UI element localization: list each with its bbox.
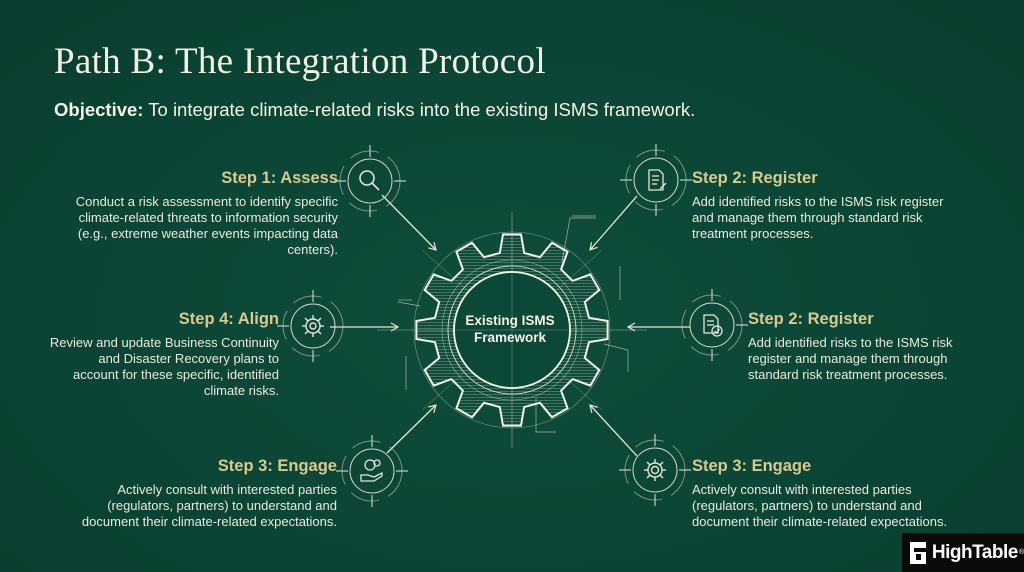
- hand-handshake-icon: [360, 459, 383, 482]
- step-card-register-mid: Step 2: Register Add identified risks to…: [748, 310, 952, 383]
- arrow-step3-right: [589, 404, 638, 457]
- gear-outline-icon: [415, 233, 609, 427]
- step-line: and manage them through standard risk: [692, 210, 923, 225]
- step-card-assess: Step 1: Assess Conduct a risk assessment…: [76, 169, 338, 258]
- center-label-line2: Framework: [473, 330, 547, 345]
- step-line: centers).: [287, 242, 338, 257]
- document-edit-icon: [648, 169, 667, 191]
- objective-statement: Objective: To integrate climate-related …: [54, 99, 695, 121]
- step-heading: Step 3: Engage: [217, 457, 337, 475]
- gear-icon: [302, 315, 324, 337]
- step-line: Actively consult with interested parties: [117, 482, 337, 497]
- step-description: Actively consult with interested parties…: [82, 482, 337, 530]
- objective-label: Objective:: [54, 99, 144, 120]
- step-line: climate risks.: [203, 383, 279, 398]
- step-card-engage-left: Step 3: Engage Actively consult with int…: [82, 457, 337, 530]
- step-line: register and manage them through: [748, 351, 948, 366]
- step-heading: Step 2: Register: [748, 310, 874, 328]
- step-line: (e.g., extreme weather events impacting …: [77, 226, 338, 241]
- step-line: account for these specific, identified: [73, 367, 279, 382]
- step-description: Add identified risks to the ISMS risk re…: [692, 194, 943, 242]
- emblem-step2-top: [620, 144, 692, 216]
- step-card-engage-right: Step 3: Engage Actively consult with int…: [692, 457, 947, 530]
- center-label-line1: Existing ISMS: [465, 313, 555, 328]
- connector-arrows: [330, 194, 690, 457]
- logo-registered-mark: ®: [1018, 549, 1024, 556]
- step-heading: Step 1: Assess: [221, 169, 338, 187]
- step-description: Conduct a risk assessment to identify sp…: [76, 194, 338, 258]
- center-label: Existing ISMS Framework: [440, 312, 580, 346]
- step-line: Actively consult with interested parties: [692, 482, 912, 497]
- step-heading: Step 3: Engage: [692, 457, 812, 475]
- step-line: Add identified risks to the ISMS risk: [748, 335, 953, 350]
- logo-name: HighTable: [931, 541, 1018, 563]
- step-description: Review and update Business Continuity an…: [50, 335, 279, 399]
- step-line: Conduct a risk assessment to identify sp…: [75, 194, 338, 209]
- emblem-step3-left: [336, 435, 408, 507]
- arrow-step3-left: [386, 404, 437, 454]
- step-heading: Step 4: Align: [178, 310, 279, 328]
- step-line: document their climate-related expectati…: [81, 514, 337, 529]
- step-line: document their climate-related expectati…: [692, 514, 948, 529]
- gear-icon: [644, 459, 666, 481]
- hightable-logo-icon: [910, 541, 928, 564]
- step-line: standard risk treatment processes.: [748, 367, 948, 382]
- step-line: (regulators, partners) to understand and: [692, 498, 922, 513]
- emblem-step2-mid: [681, 289, 748, 361]
- objective-text: To integrate climate-related risks into …: [143, 99, 696, 120]
- step-line: and Disaster Recovery plans to: [98, 351, 279, 366]
- hightable-logo: HighTable®: [902, 533, 1024, 572]
- emblem-step1: [334, 145, 406, 217]
- step-line: climate-related threats to information s…: [78, 210, 338, 225]
- step-card-register-top: Step 2: Register Add identified risks to…: [692, 169, 943, 242]
- step-line: Add identified risks to the ISMS risk re…: [692, 194, 944, 209]
- emblem-step4: [277, 290, 344, 362]
- magnifier-icon: [359, 170, 380, 191]
- step-line: treatment processes.: [692, 226, 814, 241]
- arrow-step2-top: [589, 195, 638, 251]
- arrow-step1: [381, 194, 437, 251]
- step-description: Actively consult with interested parties…: [692, 482, 947, 530]
- step-card-align: Step 4: Align Review and update Business…: [50, 310, 279, 399]
- step-heading: Step 2: Register: [692, 169, 818, 187]
- step-line: Review and update Business Continuity: [49, 335, 279, 350]
- emblem-step3-right: [619, 434, 691, 506]
- page-title: Path B: The Integration Protocol: [54, 41, 546, 82]
- step-line: (regulators, partners) to understand and: [107, 498, 337, 513]
- document-check-icon: [703, 314, 723, 337]
- step-description: Add identified risks to the ISMS risk re…: [748, 335, 952, 383]
